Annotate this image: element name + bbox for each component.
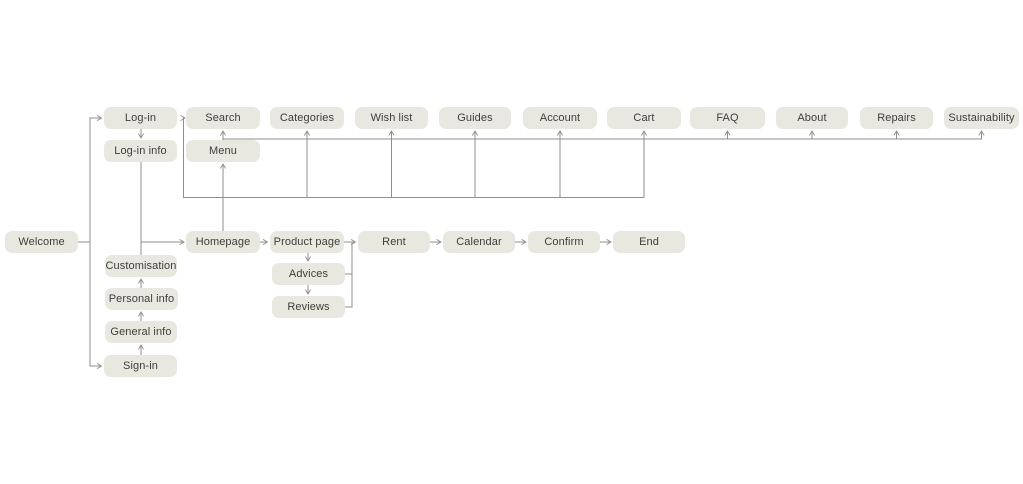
node-general-info: General info	[105, 321, 177, 343]
node-label: Homepage	[195, 236, 251, 248]
node-label: Customisation	[105, 260, 177, 272]
node-rent: Rent	[358, 231, 430, 253]
node-advices: Advices	[272, 263, 345, 285]
node-menu: Menu	[186, 140, 260, 162]
node-label: Cart	[633, 112, 655, 124]
node-label: About	[797, 112, 827, 124]
edge-reviews-rent	[345, 242, 353, 308]
node-label: Advices	[288, 268, 329, 280]
edge-menu-about	[223, 130, 816, 140]
node-log-in-info: Log-in info	[104, 140, 177, 162]
node-label: Confirm	[544, 236, 584, 248]
node-welcome: Welcome	[5, 231, 78, 253]
node-label: Guides	[457, 112, 493, 124]
node-label: Sustainability	[948, 112, 1015, 124]
node-customisation: Customisation	[105, 255, 177, 277]
edge-homepage-search	[180, 114, 223, 198]
node-label: End	[639, 236, 659, 248]
node-cart: Cart	[607, 107, 681, 129]
node-confirm: Confirm	[528, 231, 600, 253]
node-personal-info: Personal info	[105, 288, 178, 310]
node-product-page: Product page	[270, 231, 344, 253]
node-label: Menu	[209, 145, 237, 157]
node-guides: Guides	[439, 107, 511, 129]
edge-log-in-info-homepage	[140, 162, 185, 246]
node-label: Calendar	[456, 236, 502, 248]
node-calendar: Calendar	[443, 231, 515, 253]
node-label: FAQ	[716, 112, 739, 124]
edge-homepage-cart	[223, 130, 648, 198]
node-label: Log-in info	[114, 145, 167, 157]
node-sign-in: Sign-in	[104, 355, 177, 377]
edge-advices-rent	[345, 242, 353, 275]
node-sustainability: Sustainability	[944, 107, 1019, 129]
node-log-in: Log-in	[104, 107, 177, 129]
node-label: Personal info	[108, 293, 175, 305]
node-label: Log-in	[124, 112, 157, 124]
node-search: Search	[186, 107, 260, 129]
node-label: Reviews	[287, 301, 330, 313]
node-repairs: Repairs	[860, 107, 933, 129]
node-about: About	[776, 107, 848, 129]
node-categories: Categories	[270, 107, 344, 129]
edge-welcome-log-in	[78, 114, 103, 243]
node-label: Wish list	[370, 112, 413, 124]
node-label: General info	[110, 326, 172, 338]
node-label: Welcome	[18, 236, 65, 248]
node-end: End	[613, 231, 685, 253]
node-label: Account	[539, 112, 581, 124]
edge-welcome-sign-in	[78, 241, 103, 370]
edge-menu-sustainability	[223, 130, 985, 140]
edge-homepage-guides	[223, 130, 479, 198]
node-account: Account	[523, 107, 597, 129]
node-label: Rent	[382, 236, 406, 248]
node-label: Categories	[279, 112, 335, 124]
node-label: Repairs	[877, 112, 916, 124]
node-label: Product page	[273, 236, 341, 248]
node-faq: FAQ	[690, 107, 765, 129]
node-label: Sign-in	[123, 360, 158, 372]
node-label: Search	[205, 112, 241, 124]
node-wish-list: Wish list	[355, 107, 428, 129]
node-homepage: Homepage	[186, 231, 260, 253]
node-reviews: Reviews	[272, 296, 345, 318]
